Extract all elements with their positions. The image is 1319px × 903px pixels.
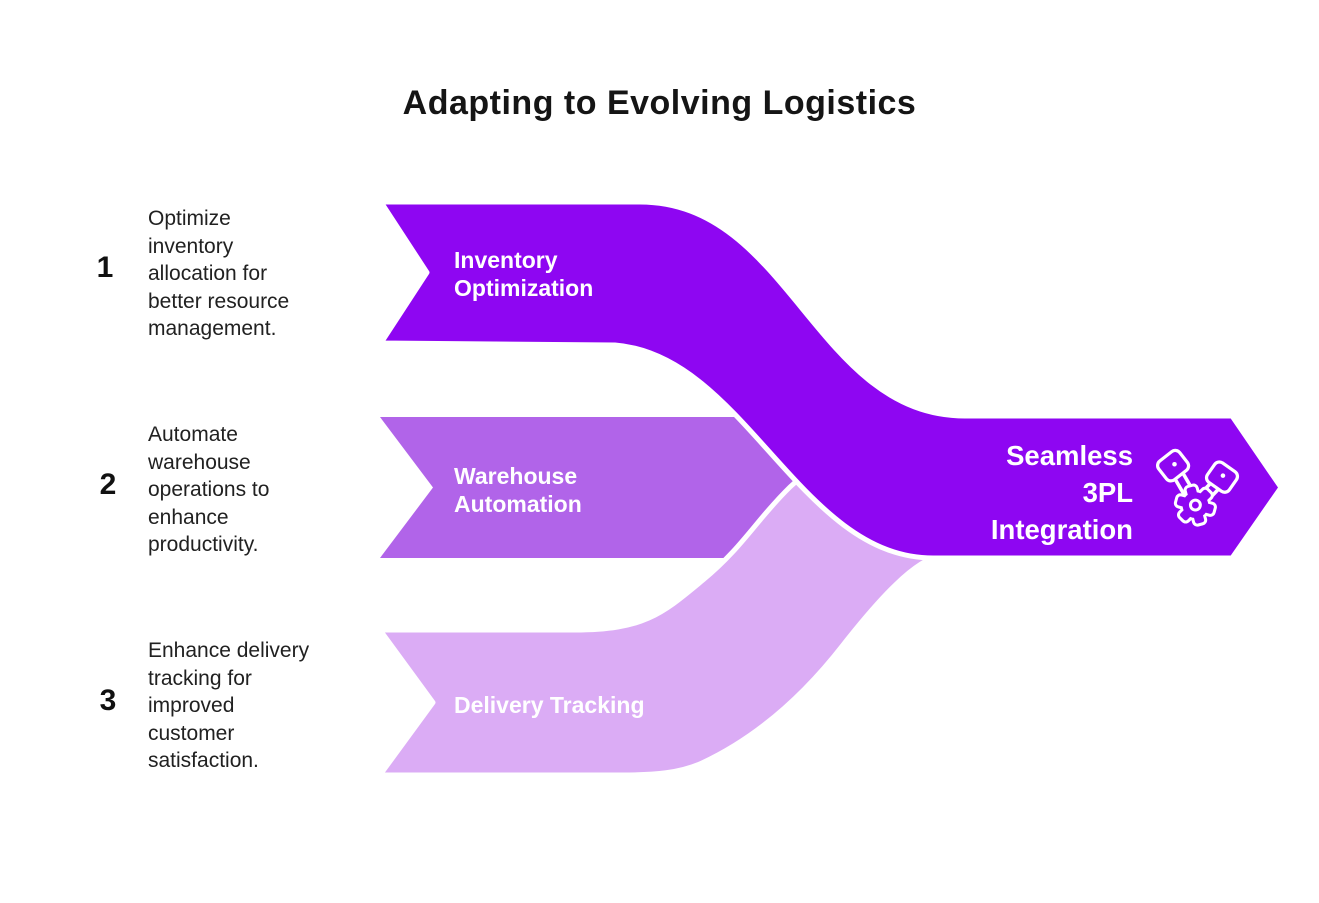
page-title: Adapting to Evolving Logistics bbox=[402, 84, 917, 122]
step-number: 2 bbox=[99, 468, 117, 501]
step-number: 1 bbox=[96, 251, 114, 284]
inventory-band-and-merged-arrow-shape bbox=[378, 199, 1284, 561]
step-number: 3 bbox=[99, 684, 117, 717]
band-label-inventory: Inventory Optimization bbox=[454, 247, 594, 301]
step-description: Optimize inventory allocation for better… bbox=[148, 207, 290, 340]
pistons-gear-icon bbox=[1155, 448, 1240, 527]
band-label-warehouse: Warehouse Automation bbox=[454, 463, 582, 517]
result-label: Seamless 3PL Integration bbox=[990, 440, 1133, 545]
step-description: Enhance delivery tracking for improved c… bbox=[148, 639, 310, 772]
band-label-delivery: Delivery Tracking bbox=[454, 692, 645, 718]
step-description: Automate warehouse operations to enhance… bbox=[148, 423, 270, 556]
warehouse-band-shape bbox=[380, 417, 825, 558]
